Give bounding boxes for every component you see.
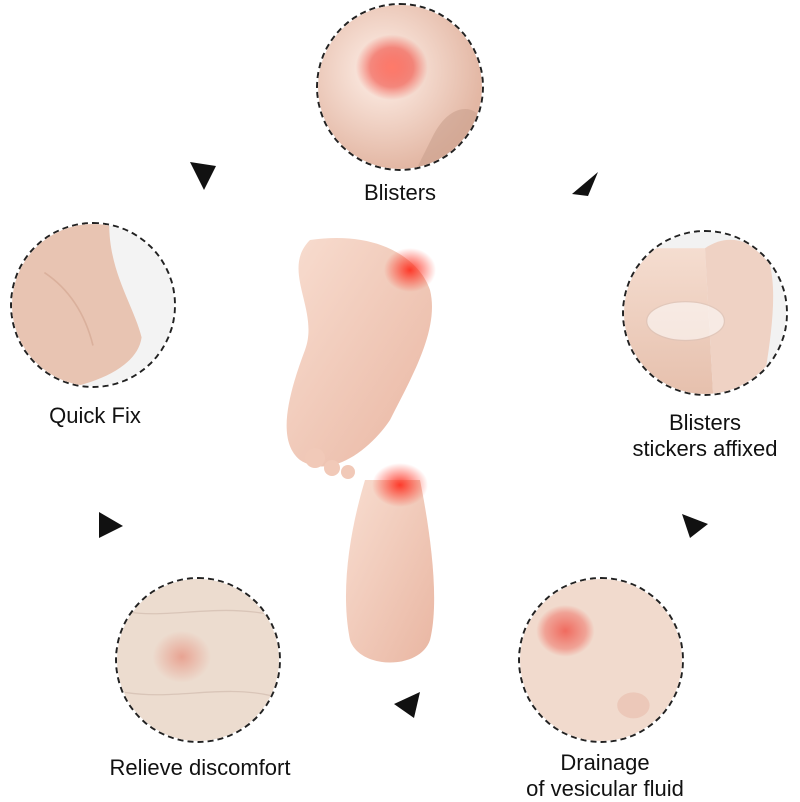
step-stickers-label: Blisters stickers affixed (600, 410, 800, 462)
arrow-icon (392, 690, 422, 720)
step-stickers-label-line1: Blisters (668, 410, 742, 435)
step-relieve-photo (115, 577, 281, 743)
arrow-icon (188, 160, 218, 190)
arrow-icon (680, 510, 710, 540)
step-blisters-label: Blisters (363, 180, 437, 205)
feet-illustration (270, 230, 510, 670)
step-stickers-photo (622, 230, 788, 396)
step-drainage-label: Drainage of vesicular fluid (490, 750, 720, 802)
step-stickers-label-line2: stickers affixed (632, 436, 778, 461)
step-drainage-label-line2: of vesicular fluid (526, 776, 684, 801)
step-drainage-label-line1: Drainage (560, 750, 650, 775)
step-quickfix-label: Quick Fix (49, 403, 141, 428)
arrow-icon (95, 510, 125, 540)
step-quickfix-photo (10, 222, 176, 388)
step-drainage-photo (518, 577, 684, 743)
arrow-icon (570, 168, 600, 198)
step-blisters-photo (316, 3, 484, 171)
step-relieve-label: Relieve discomfort (109, 755, 291, 780)
